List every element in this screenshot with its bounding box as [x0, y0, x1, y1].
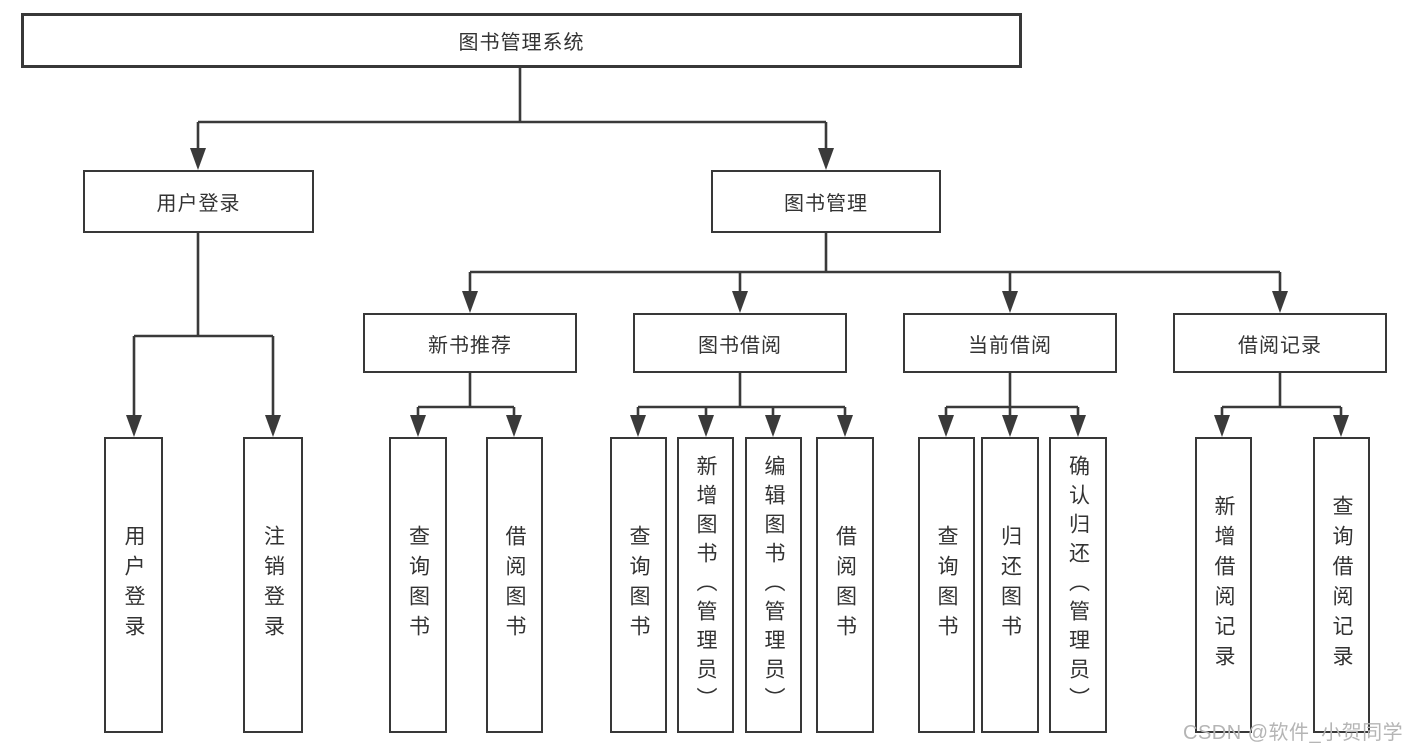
node-label: 用户登录: [122, 525, 145, 645]
node-label: 借阅记录: [1238, 334, 1322, 357]
node-label: 新增借阅记录: [1212, 495, 1235, 675]
node-label: 当前借阅: [968, 334, 1052, 357]
node-label: 查询借阅记录: [1330, 495, 1353, 675]
node-label: 图书管理系统: [458, 32, 585, 54]
leaf-edit-book-admin: 编辑图书（管理员）: [745, 437, 802, 733]
node-label: 查询图书: [627, 525, 650, 645]
node-book-borrow: 图书借阅: [633, 313, 847, 373]
node-label: 查询图书: [935, 525, 958, 645]
node-label: 图书借阅: [698, 334, 782, 357]
leaf-query-books-current: 查询图书: [918, 437, 975, 733]
leaf-query-books-borrow: 查询图书: [610, 437, 667, 733]
leaf-confirm-return-admin: 确认归还（管理员）: [1049, 437, 1107, 733]
node-label: 查询图书: [406, 525, 430, 645]
leaf-borrow-books-recommend: 借阅图书: [486, 437, 543, 733]
node-borrow-records: 借阅记录: [1173, 313, 1387, 373]
node-label: 图书管理: [784, 193, 868, 215]
node-label: 注销登录: [261, 525, 285, 645]
node-label: 新增图书（管理员）: [694, 454, 717, 716]
node-user-login: 用户登录: [83, 170, 314, 233]
leaf-add-borrow-record: 新增借阅记录: [1195, 437, 1252, 733]
csdn-watermark: CSDN @软件_小贺同学: [1183, 722, 1404, 744]
node-label: 借阅图书: [503, 525, 526, 645]
node-label: 确认归还（管理员）: [1066, 454, 1090, 716]
node-label: 借阅图书: [833, 525, 857, 645]
leaf-user-login: 用户登录: [104, 437, 163, 733]
leaf-query-borrow-record: 查询借阅记录: [1313, 437, 1370, 733]
leaf-query-books-recommend: 查询图书: [389, 437, 447, 733]
leaf-logout: 注销登录: [243, 437, 303, 733]
leaf-return-book: 归还图书: [981, 437, 1039, 733]
node-label: 用户登录: [156, 193, 241, 215]
node-label: 新书推荐: [428, 334, 512, 357]
node-book-management: 图书管理: [711, 170, 941, 233]
node-label: 归还图书: [998, 525, 1022, 645]
leaf-add-book-admin: 新增图书（管理员）: [677, 437, 734, 733]
node-current-borrow: 当前借阅: [903, 313, 1117, 373]
node-label: 编辑图书（管理员）: [762, 454, 785, 716]
leaf-borrow-books: 借阅图书: [816, 437, 874, 733]
node-root-system: 图书管理系统: [21, 13, 1022, 68]
node-new-book-recommend: 新书推荐: [363, 313, 577, 373]
